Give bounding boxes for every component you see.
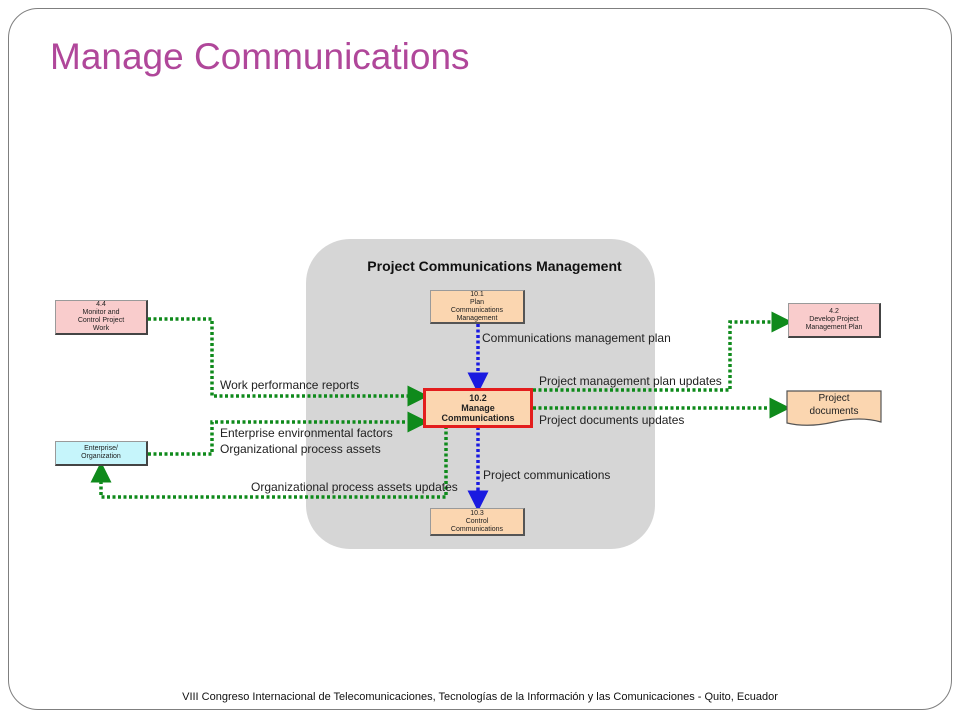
label-org-process-assets-updates: Organizational process assets updates <box>251 480 458 494</box>
slide-footer: VIII Congreso Internacional de Telecomun… <box>182 691 778 703</box>
process-monitor-control: 4.4 Monitor and Control Project Work <box>55 300 148 335</box>
process-label: Communications <box>450 525 504 533</box>
project-documents-shape <box>786 390 882 426</box>
process-label: Management <box>456 314 498 322</box>
enterprise-organization: Enterprise/ Organization <box>55 441 148 466</box>
label-enterprise-env-factors: Enterprise environmental factors <box>220 426 393 440</box>
process-number: 10.2 <box>469 393 487 403</box>
label-pm-plan-updates: Project management plan updates <box>539 374 722 388</box>
entity-label: Organization <box>81 453 121 460</box>
process-label: Communications <box>441 413 515 423</box>
label-comm-mgmt-plan: Communications management plan <box>482 331 671 345</box>
label-project-docs-updates: Project documents updates <box>539 413 685 427</box>
label-work-performance-reports: Work performance reports <box>220 378 360 392</box>
process-number: 10.3 <box>470 509 484 517</box>
process-control-communications: 10.3 Control Communications <box>430 508 525 536</box>
document-label: Project <box>818 393 850 404</box>
process-label: Plan <box>469 298 484 306</box>
process-plan-communications: 10.1 Plan Communications Management <box>430 290 525 324</box>
arrow-pm-plan-updates <box>533 311 793 392</box>
slide-title: Manage Communications <box>50 36 470 77</box>
process-label: Develop Project <box>809 316 859 323</box>
process-number: 4.2 <box>829 308 839 315</box>
process-label: Management Plan <box>805 324 863 331</box>
entity-label: Enterprise/ <box>84 445 118 452</box>
process-label: Control <box>465 517 489 525</box>
process-label: Work <box>92 325 110 332</box>
arrow-org-process-assets-updates <box>90 426 448 499</box>
process-label: Monitor and <box>82 309 120 316</box>
label-project-communications: Project communications <box>483 468 611 482</box>
knowledge-area-title: Project Communications Management <box>367 258 622 274</box>
label-org-process-assets: Organizational process assets <box>220 442 381 456</box>
document-label: documents <box>809 406 859 417</box>
process-label: Control Project <box>77 317 125 324</box>
process-number: 4.4 <box>96 301 106 308</box>
arrow-work-performance-reports <box>148 317 429 407</box>
process-label: Communications <box>450 306 504 314</box>
process-develop-pm-plan: 4.2 Develop Project Management Plan <box>788 303 881 338</box>
project-documents-label: Project documents <box>787 390 881 420</box>
process-label: Manage <box>461 403 495 413</box>
process-number: 10.1 <box>470 290 484 298</box>
process-manage-communications: 10.2 Manage Communications <box>423 388 533 428</box>
arrow-enterprise-inputs <box>148 411 429 456</box>
